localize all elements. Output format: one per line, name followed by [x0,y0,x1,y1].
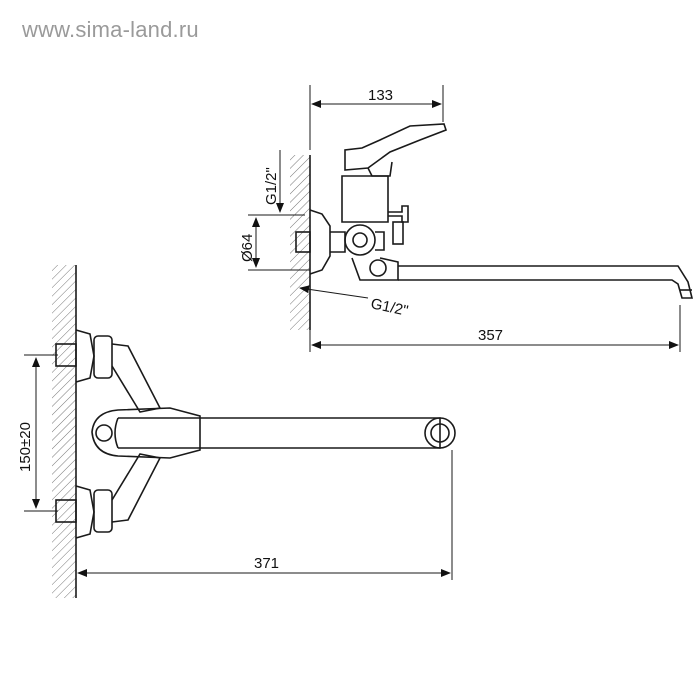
wall-hatch-front [52,265,76,598]
diverter-knob [388,205,409,223]
central-body [91,407,201,459]
wall-hatch-side [290,155,310,330]
diverter-stem [392,221,404,245]
spout-top [118,417,441,449]
dimension-label-center-spacing: 150±20 [17,422,34,472]
spout-side [398,265,694,299]
faucet-body [341,175,389,223]
dimension-center-spacing: 150±20 [17,354,58,512]
lower-nut [93,489,113,533]
side-view: 133 G1/2" Ø64 [239,85,694,352]
dimension-label-371: 371 [254,555,279,572]
front-view: 150±20 371 [17,265,456,598]
dimension-133: 133 [309,85,444,150]
flange-cover [309,209,331,275]
dimension-label-thread-bottom: G1/2" [369,295,410,319]
lever-handle [344,123,448,171]
dimension-label-diameter: Ø64 [239,234,256,262]
lower-arm [111,453,162,523]
dimension-diameter: Ø64 [239,214,310,271]
spout-end-inner [430,423,450,443]
inlet-pipe [295,231,311,253]
dimension-357: 357 [309,300,681,352]
upper-arm [111,343,162,413]
upper-nut [93,335,113,379]
dimension-label-133: 133 [368,87,393,104]
upper-flange [75,329,95,383]
watermark-text: www.sima-land.ru [22,17,199,42]
body-hole [95,424,113,442]
dimension-thread-bottom: G1/2" [299,285,410,320]
spout-end-outer [424,417,456,449]
dimension-label-thread-top: G1/2" [263,167,280,205]
dimension-371: 371 [75,450,453,580]
dimension-label-357: 357 [478,327,503,344]
lower-flange [75,485,95,539]
nut-ring [344,224,376,256]
dimension-thread-top: G1/2" [263,150,305,216]
lever-base [367,161,393,177]
